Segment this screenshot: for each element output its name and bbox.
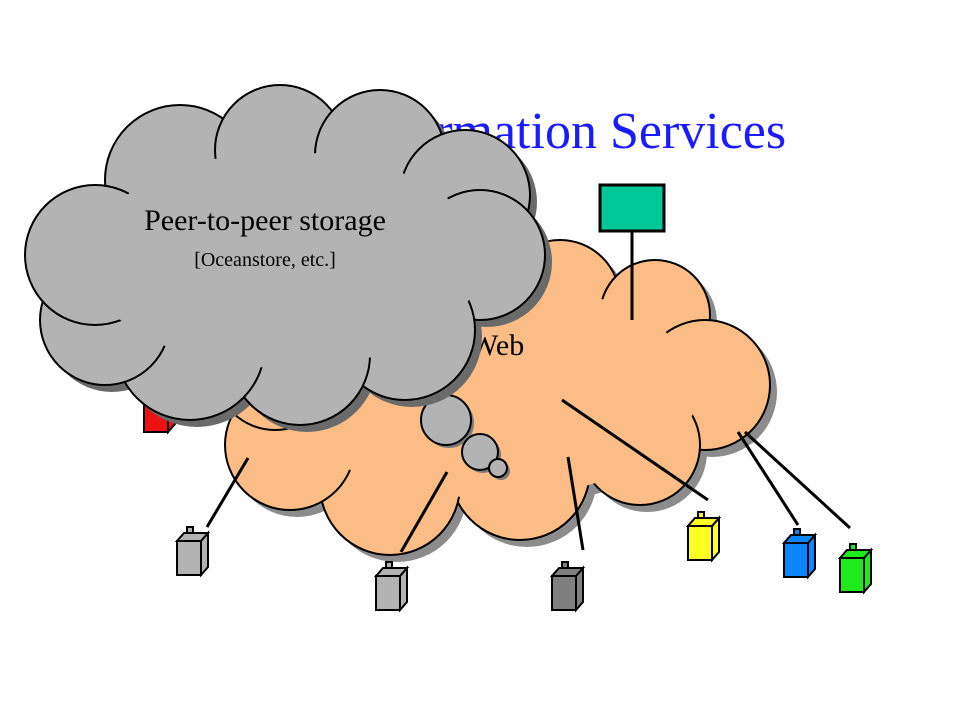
- line-gray-mid: [399, 471, 449, 553]
- line-gray-dark: [566, 456, 585, 551]
- device-gray-mid: [373, 561, 410, 613]
- device-gray-dark: [549, 561, 586, 613]
- p2p-cloud: Peer-to-peer storage [Oceanstore, etc.]: [24, 84, 552, 432]
- line-gray-left: [205, 457, 250, 528]
- device-green: [837, 543, 874, 595]
- line-blue: [736, 431, 800, 526]
- thought-bubbles: [420, 394, 510, 480]
- device-gray-left: [174, 526, 211, 578]
- devices: [174, 511, 874, 613]
- device-blue: [781, 528, 818, 580]
- p2p-cloud-title: Peer-to-peer storage: [144, 204, 386, 237]
- line-green: [743, 430, 852, 530]
- server-box: [598, 183, 666, 233]
- line-yellow: [561, 398, 709, 502]
- device-yellow: [685, 511, 722, 563]
- connection-lines: [205, 230, 852, 553]
- p2p-cloud-subtitle: [Oceanstore, etc.]: [194, 249, 336, 271]
